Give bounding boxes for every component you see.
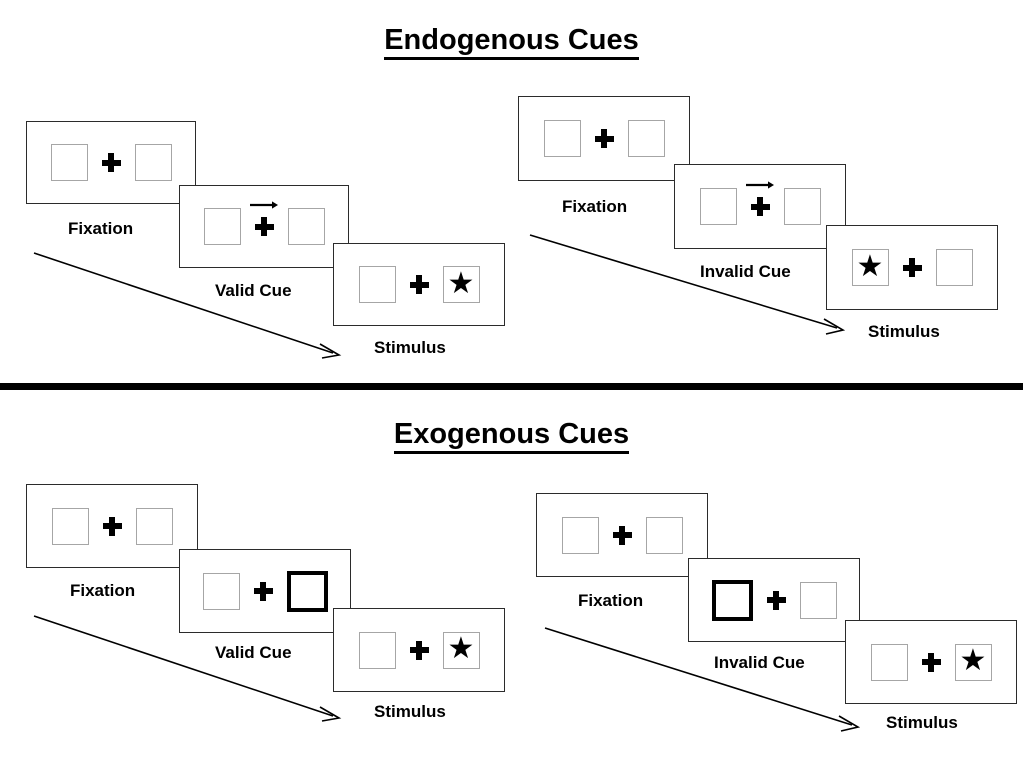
panel-exogenous-valid-cue [179,549,351,633]
fixation-cross-icon [101,153,121,172]
stimulus-box-right [287,208,325,245]
stimulus-box-right [135,507,173,545]
stimulus-box-left [202,572,240,610]
stimulus-box-left [51,507,89,545]
star-target-icon: ★ [959,644,987,677]
panel-exogenous-valid-stimulus: ★ [333,608,505,692]
panel-endogenous-valid-cue [179,185,349,268]
fixation-cross-icon [612,525,632,545]
stimulus-box-left [561,516,599,554]
stimulus-box-right-target: ★ [442,266,480,303]
section-title-exogenous-text: Exogenous Cues [393,418,630,454]
right-arrow-cue-icon [250,201,278,209]
stimulus-box-left [543,120,581,157]
panel-endogenous-invalid-stimulus: ★ [826,225,998,310]
section-title-exogenous: Exogenous Cues [0,418,1023,454]
fixation-cross-icon [102,516,122,536]
caption-exogenous-invalid-cue: Invalid Cue [714,653,805,672]
fixation-cross-icon [902,258,922,277]
star-target-icon: ★ [447,632,475,665]
stimulus-box-left [870,643,908,681]
stimulus-box-right-target: ★ [954,643,992,681]
caption-endogenous-invalid-stimulus: Stimulus [868,322,940,341]
stimulus-box-right [783,188,821,225]
stimulus-box-right [645,516,683,554]
stimulus-box-right-target: ★ [442,631,480,669]
section-divider [0,383,1023,390]
right-arrow-cue-icon [746,181,774,189]
fixation-cross-icon [594,129,614,148]
caption-exogenous-valid-stimulus: Stimulus [374,702,446,721]
panel-exogenous-valid-fixation [26,484,198,568]
stimulus-box-right [799,581,837,619]
caption-endogenous-valid-fixation: Fixation [68,219,134,238]
stimulus-box-right-cued [286,570,328,612]
fixation-cross-icon [746,181,774,216]
panel-exogenous-invalid-fixation [536,493,708,577]
stimulus-box-left [358,266,396,303]
caption-endogenous-invalid-cue: Invalid Cue [700,262,791,281]
panel-exogenous-invalid-stimulus: ★ [845,620,1017,704]
panel-endogenous-valid-fixation [26,121,196,204]
stimulus-box-left [358,631,396,669]
fixation-cross-icon [253,581,273,601]
panel-endogenous-valid-stimulus: ★ [333,243,505,326]
section-title-endogenous: Endogenous Cues [0,24,1023,60]
fixation-cross-icon [250,201,278,236]
stimulus-box-right [134,144,172,181]
caption-exogenous-invalid-fixation: Fixation [578,591,644,610]
star-target-icon: ★ [447,266,475,300]
caption-exogenous-valid-cue: Valid Cue [215,643,292,662]
fixation-cross-icon [921,652,941,672]
caption-endogenous-valid-cue: Valid Cue [215,281,292,300]
stimulus-box-left [50,144,88,181]
caption-endogenous-invalid-fixation: Fixation [562,197,628,216]
stimulus-box-right [627,120,665,157]
fixation-cross-icon [409,275,429,294]
stimulus-box-left-cued [711,579,753,621]
fixation-cross-icon [409,640,429,660]
caption-endogenous-valid-stimulus: Stimulus [374,338,446,357]
panel-endogenous-invalid-cue [674,164,846,249]
stimulus-box-left [203,208,241,245]
star-target-icon: ★ [856,249,884,283]
panel-endogenous-invalid-fixation [518,96,690,181]
caption-exogenous-invalid-stimulus: Stimulus [886,713,958,732]
section-title-endogenous-text: Endogenous Cues [384,24,639,60]
stimulus-box-left [699,188,737,225]
stimulus-box-right [935,249,973,286]
caption-exogenous-valid-fixation: Fixation [70,581,136,600]
panel-exogenous-invalid-cue [688,558,860,642]
fixation-cross-icon [766,590,786,610]
stimulus-box-left-target: ★ [851,249,889,286]
